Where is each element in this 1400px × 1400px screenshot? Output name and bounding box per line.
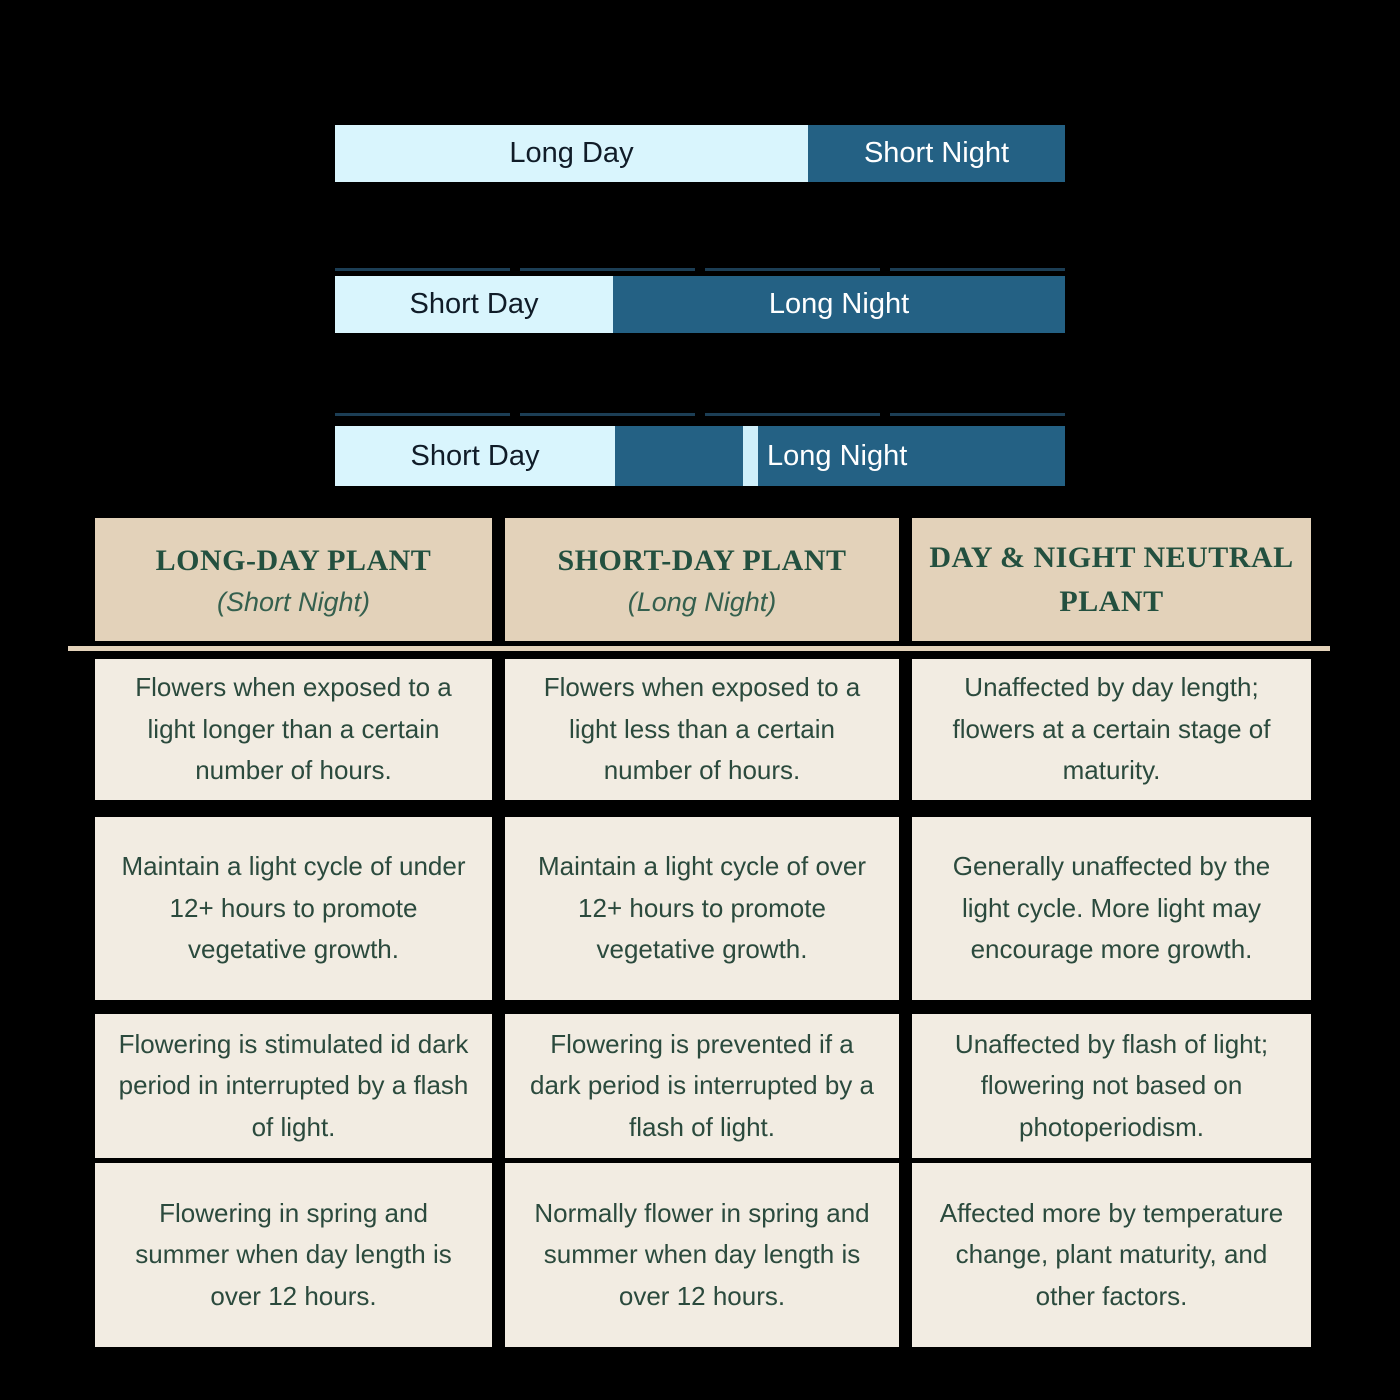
table-cell: Flowering is prevented if a dark period … — [505, 1014, 899, 1158]
table-cell: Unaffected by flash of light; flowering … — [912, 1014, 1311, 1158]
quarter-tick-line — [335, 413, 1065, 416]
photoperiod-bar-short-day: Short Day Long Night — [335, 276, 1065, 333]
header-long-day-plant: LONG-DAY PLANT (Short Night) — [95, 518, 492, 641]
day-segment-label: Short Day — [409, 288, 539, 320]
header-divider-line — [68, 646, 1330, 651]
table-cell: Generally unaffected by the light cycle.… — [912, 817, 1311, 1000]
header-title: LONG-DAY PLANT — [155, 544, 432, 578]
night-segment-label: Long Night — [767, 439, 908, 472]
flash-of-light-stripe — [743, 426, 758, 486]
night-segment: Short Night — [808, 125, 1065, 182]
table-cell: Maintain a light cycle of under 12+ hour… — [95, 817, 492, 1000]
day-segment-label: Long Day — [509, 137, 634, 169]
table-cell: Unaffected by day length; flowers at a c… — [912, 659, 1311, 800]
table-cell: Normally flower in spring and summer whe… — [505, 1163, 899, 1347]
day-segment: Short Day — [335, 276, 613, 333]
header-subtitle: (Short Night) — [216, 586, 371, 617]
header-day-night-neutral-plant: DAY & NIGHT NEUTRAL PLANT — [912, 518, 1311, 641]
table-cell: Flowering is stimulated id dark period i… — [95, 1014, 492, 1158]
table-cell: Affected more by temperature change, pla… — [912, 1163, 1311, 1347]
day-segment-label: Short Day — [410, 439, 540, 472]
photoperiod-bar-long-day: Long Day Short Night — [335, 125, 1065, 182]
table-cell: Flowers when exposed to a light longer t… — [95, 659, 492, 800]
table-cell: Flowers when exposed to a light less tha… — [505, 659, 899, 800]
night-segment: Long Night — [758, 426, 1065, 486]
quarter-tick-line — [335, 268, 1065, 271]
header-short-day-plant: SHORT-DAY PLANT (Long Night) — [505, 518, 899, 641]
night-segment-label: Long Night — [768, 288, 910, 320]
day-segment: Short Day — [335, 426, 615, 486]
photoperiod-bar-interrupted-night: Short Day Long Night — [335, 426, 1065, 486]
night-segment: Long Night — [613, 276, 1065, 333]
table-cell: Maintain a light cycle of over 12+ hours… — [505, 817, 899, 1000]
table-cell: Flowering in spring and summer when day … — [95, 1163, 492, 1347]
header-subtitle: (Long Night) — [627, 586, 777, 617]
day-segment: Long Day — [335, 125, 808, 182]
night-segment-label: Short Night — [863, 137, 1010, 169]
header-title: SHORT-DAY PLANT — [557, 544, 847, 578]
header-title: DAY & NIGHT NEUTRAL PLANT — [929, 541, 1294, 618]
night-segment — [615, 426, 743, 486]
